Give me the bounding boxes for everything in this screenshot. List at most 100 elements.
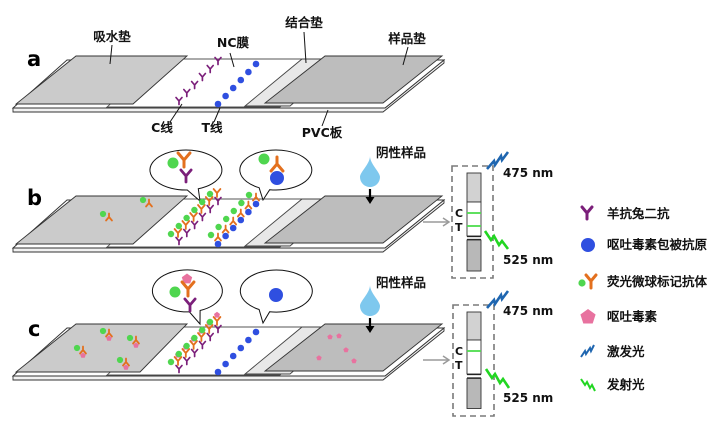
fluorescent-microsphere [245,191,253,199]
labeled-antibody [221,224,230,234]
bubble-secondary-antibody [183,297,197,313]
goat-anti-rabbit-antibody [214,196,222,206]
sample-drop-b: 阴性样品 [360,145,426,204]
labeled-antibody [173,356,183,366]
label-t-line: T线 [201,120,223,135]
labeled-antibody [145,198,153,208]
label-sample-pad: 样品垫 [388,31,426,46]
fluorescent-microsphere [215,223,222,231]
fluorescent-microsphere [116,356,124,364]
bubble-microsphere [169,286,181,298]
leader-conjugate-pad [303,31,307,64]
labeled-antibody [244,200,253,210]
labeled-antibody [79,345,87,355]
goat-anti-rabbit-antibody [190,80,199,90]
sample-pad [263,195,444,244]
fluorescent-microsphere [175,222,182,230]
goat-anti-rabbit-antibody [182,228,191,238]
don-toxin-icon [580,309,596,324]
fluorescent-microsphere-antibody-icon [584,273,598,290]
test-strip-a [11,55,446,113]
goat-anti-rabbit-antibody [206,64,215,74]
legend-item: 呕吐毒素 [580,309,658,324]
goat-anti-rabbit-antibody [190,220,199,230]
fluorescent-microsphere [191,206,198,214]
label-pvc-board: PVC板 [302,125,343,140]
legend-label: 呕吐毒素 [607,309,658,324]
c-label: C [455,207,463,220]
labeled-antibody [132,335,140,345]
coating-antigen [222,92,229,100]
panel-a: a 吸水垫 NC膜 结合垫 样品垫 C线 T线 PVC板 [11,15,446,140]
panel-letter-a: a [27,47,41,71]
leader-c-line [169,103,183,123]
leader-sample-pad [402,46,409,66]
leader-absorbent-pad [109,44,113,65]
don-toxin [327,334,333,340]
excitation-wavelength: 475 nm [503,166,553,180]
coating-antigen [229,84,237,92]
labeled-antibody [122,357,130,367]
test-strip-c [11,323,446,381]
sample-pad [263,323,444,372]
bubble-labeled-antibody [180,280,196,298]
labeled-antibody [204,196,214,206]
fluorescent-microsphere [183,342,190,350]
coating-antigen-icon [581,238,595,252]
fluorescent-microsphere [167,230,175,238]
bubble-coating-antigen [269,288,283,302]
coating-antigen [237,216,245,224]
emission-wavelength: 525 nm [503,253,553,267]
legend-label: 羊抗兔二抗 [607,206,670,221]
labeled-antibody [105,212,113,222]
excitation-light-icon [580,344,595,358]
coating-antigen [229,224,237,232]
don-toxin [133,342,139,348]
goat-anti-rabbit-antibody-icon [580,205,594,221]
don-toxin [336,333,342,339]
readout-window [466,339,482,375]
strip-lines-b [99,151,285,248]
label-conjugate-pad: 结合垫 [285,15,323,30]
coating-antigen [214,240,222,248]
coating-antigen [252,60,260,68]
labeled-antibody [229,216,238,226]
goat-anti-rabbit-antibody [198,340,207,350]
fluorescent-microsphere [230,207,237,215]
readout-box [451,165,494,279]
fluorescent-microsphere [199,326,206,334]
arrow-head [365,197,375,204]
absorbent-pad [14,323,189,373]
goat-anti-rabbit-antibody [175,364,183,374]
legend-item: 激发光 [580,344,645,359]
absorbent-pad [14,55,189,105]
don-toxin [351,358,357,364]
labeled-antibody [214,232,222,242]
bubble-microsphere [167,157,179,169]
goat-anti-rabbit-antibody [175,236,183,246]
coating-antigen [222,232,229,240]
fluorescent-microsphere [191,334,198,342]
bubble-microsphere [258,153,270,165]
excitation-light-icon [486,290,510,309]
don-toxin [106,335,112,341]
coating-antigen [252,200,260,208]
fluorescent-microsphere [139,196,147,204]
readout-b: C T 475 nm 525 nm [423,151,553,279]
don-toxin [123,364,129,370]
fluorescent-microsphere [99,327,107,335]
excitation-light-icon [486,151,510,170]
fluorescent-microsphere [207,231,215,239]
label-nc-membrane: NC膜 [217,35,250,50]
fluorescent-microsphere [206,318,214,326]
labeled-antibody [252,192,260,202]
fluorescent-microsphere [206,190,214,198]
label-absorbent-pad: 吸水垫 [93,29,131,44]
bubble-secondary-antibody [179,168,193,184]
panel-letter-c: c [28,317,40,341]
labeled-antibody [105,328,113,338]
sample-label-c: 阳性样品 [376,275,426,290]
drop-icon [360,156,380,187]
bubble-labeled-antibody [269,155,285,173]
